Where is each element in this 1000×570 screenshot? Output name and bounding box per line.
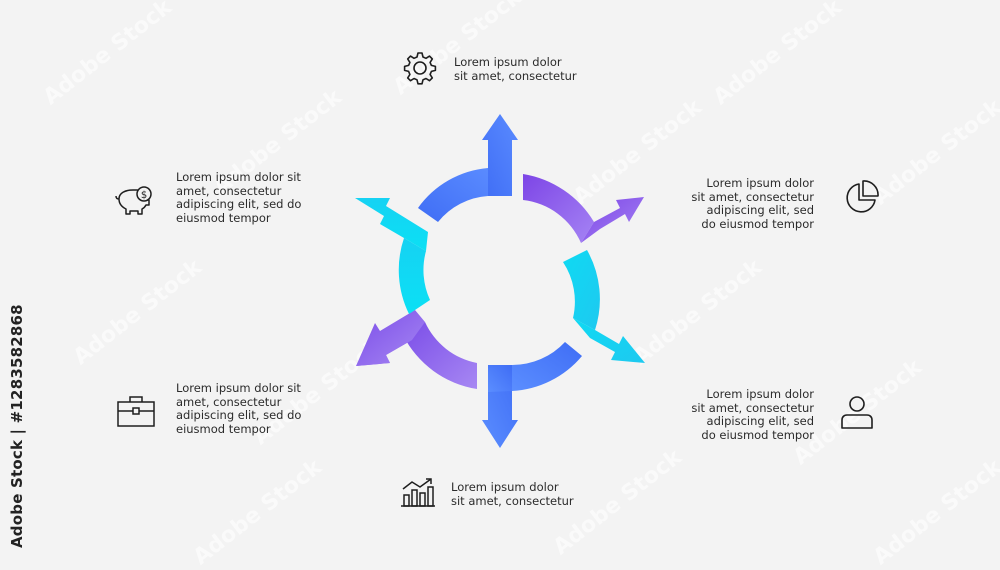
gear-icon [402, 50, 438, 86]
text-bottom: Lorem ipsum dolor sit amet, consectetur [451, 480, 574, 508]
briefcase-icon [117, 395, 155, 427]
segment-lower-left [356, 310, 477, 389]
pie-chart-icon [843, 180, 879, 216]
text-right-lower: Lorem ipsum dolor sit amet, consectetur … [691, 387, 814, 442]
stock-watermark: Adobe Stock | #1283582868 [8, 304, 26, 548]
segment-right [563, 250, 645, 363]
segment-left [355, 198, 430, 314]
text-top: Lorem ipsum dolor sit amet, consectetur [454, 55, 577, 83]
svg-text:$: $ [141, 190, 147, 201]
segment-upper-right [523, 174, 644, 243]
segment-bottom [482, 342, 582, 448]
piggy-bank-icon: $ [115, 184, 155, 218]
text-right-upper: Lorem ipsum dolor sit amet, consectetur … [691, 176, 814, 231]
text-left-upper: Lorem ipsum dolor sit amet, consectetur … [176, 170, 302, 225]
text-left-lower: Lorem ipsum dolor sit amet, consectetur … [176, 381, 302, 436]
user-icon [840, 394, 874, 430]
growth-chart-icon [400, 477, 436, 509]
segment-top [418, 114, 518, 222]
